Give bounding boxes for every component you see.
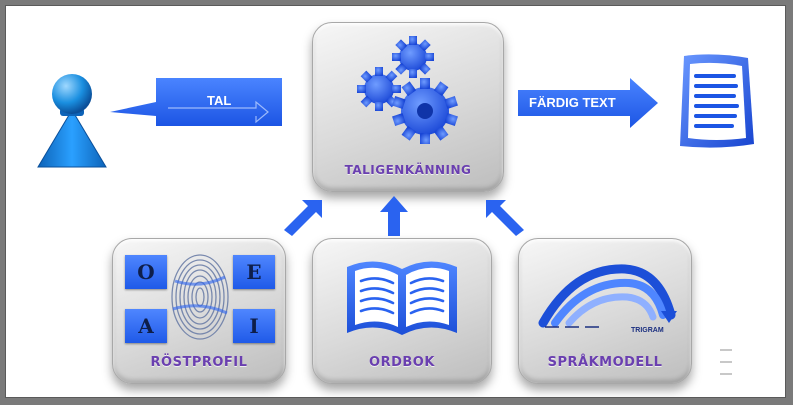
tile-o: O bbox=[125, 255, 167, 289]
arrow-up-left-icon bbox=[284, 200, 322, 236]
language-model-label: SPRÅKMODELL bbox=[547, 355, 663, 370]
voice-profile-box: O E A I RÖSTPROFIL bbox=[112, 238, 286, 384]
tile-i: I bbox=[233, 309, 275, 343]
voice-profile-label: RÖSTPROFIL bbox=[150, 355, 248, 370]
document-icon bbox=[680, 54, 754, 148]
language-model-box: TRIGRAM SPRÅKMODELL bbox=[518, 238, 692, 384]
decorative-dashes-icon bbox=[720, 349, 732, 375]
recognition-label: TALIGENKÄNNING bbox=[344, 163, 472, 177]
dictionary-label: ORDBOK bbox=[369, 355, 435, 370]
diagram-canvas: TAL bbox=[5, 5, 786, 398]
tile-e: E bbox=[233, 255, 275, 289]
speech-callout-arrow-icon bbox=[110, 78, 282, 126]
dictionary-box: ORDBOK bbox=[312, 238, 492, 384]
fingerprint-icon bbox=[171, 254, 229, 340]
arrow-up-right-icon bbox=[486, 200, 524, 236]
person-icon bbox=[37, 74, 107, 168]
open-book-icon bbox=[347, 261, 457, 335]
tile-a: A bbox=[125, 309, 167, 343]
right-arrow-icon bbox=[518, 78, 658, 128]
speech-arrow-label: TAL bbox=[207, 93, 232, 108]
language-model-caption: TRIGRAM bbox=[631, 327, 664, 334]
arcs-icon bbox=[538, 264, 677, 328]
gears-icon bbox=[357, 36, 458, 144]
recognition-box: TALIGENKÄNNING bbox=[312, 22, 504, 192]
arrow-up-icon bbox=[380, 196, 408, 236]
output-arrow-label: FÄRDIG TEXT bbox=[529, 95, 616, 110]
